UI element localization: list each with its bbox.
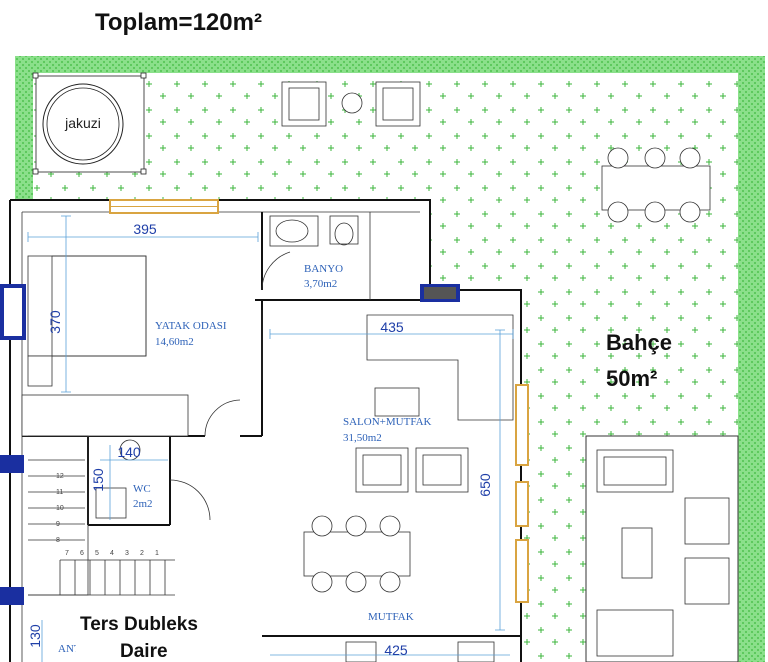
stair-numbers: 12 11 10 9 8 7 6 5 4 3 2 1 [56,473,159,557]
room-living-name: SALON+MUTFAK [343,416,432,428]
footer-label-bg [76,608,226,662]
dim-wc-height: 150 [90,468,106,492]
room-kitchen-name: MUTFAK [368,611,414,623]
garden-lounge-set [585,435,739,662]
total-area-title: Toplam=120m² [95,9,262,36]
garden-area-label: 50m² [606,366,657,391]
room-bedroom-area: 14,60m2 [155,336,194,348]
stair-step-3: 3 [125,550,129,557]
room-bathroom-area: 3,70m2 [304,278,337,290]
stair-step-6: 6 [80,550,84,557]
stair-step-4: 4 [110,550,114,557]
stair-step-9: 9 [56,521,60,528]
stair-step-12: 12 [56,473,64,480]
stair-step-5: 5 [95,550,99,557]
stair-step-11: 11 [56,489,63,496]
room-bathroom-name: BANYO [304,263,343,275]
bathroom-fixtures [269,215,359,247]
footer-line2: Daire [120,641,168,662]
structural-columns [0,284,460,605]
stair-step-10: 10 [56,505,64,512]
dim-bedroom-width: 395 [133,221,157,237]
garden-dining-set [601,147,711,223]
garden-title: Bahçe [606,330,672,355]
dimension-lines [27,215,514,662]
stair-step-1: 1 [155,550,159,557]
stair-step-8: 8 [56,537,60,544]
bedroom-furniture [21,255,189,437]
dim-living-height: 650 [477,473,493,497]
jacuzzi [32,72,147,175]
room-wc-name: WC [133,483,151,495]
living-furniture [303,314,514,662]
dim-entrance-height: 130 [27,624,43,648]
stairs [28,435,175,596]
room-wc-area: 2m2 [133,498,153,510]
dim-living-width: 435 [380,319,404,335]
doors [169,251,291,521]
room-living-area: 31,50m2 [343,432,382,444]
dim-kitchen-width: 425 [384,642,408,658]
footer-line1: Ters Dubleks [80,614,198,635]
windows [109,199,529,603]
dim-bedroom-height: 370 [47,310,63,334]
wc-fixtures [95,439,141,519]
dim-wc-width: 140 [117,444,141,460]
stair-step-2: 2 [140,550,144,557]
jacuzzi-label: jakuzi [64,115,101,131]
room-bedroom-name: YATAK ODASI [155,320,227,332]
garden-armchairs-top [281,81,421,127]
stair-step-7: 7 [65,550,69,557]
